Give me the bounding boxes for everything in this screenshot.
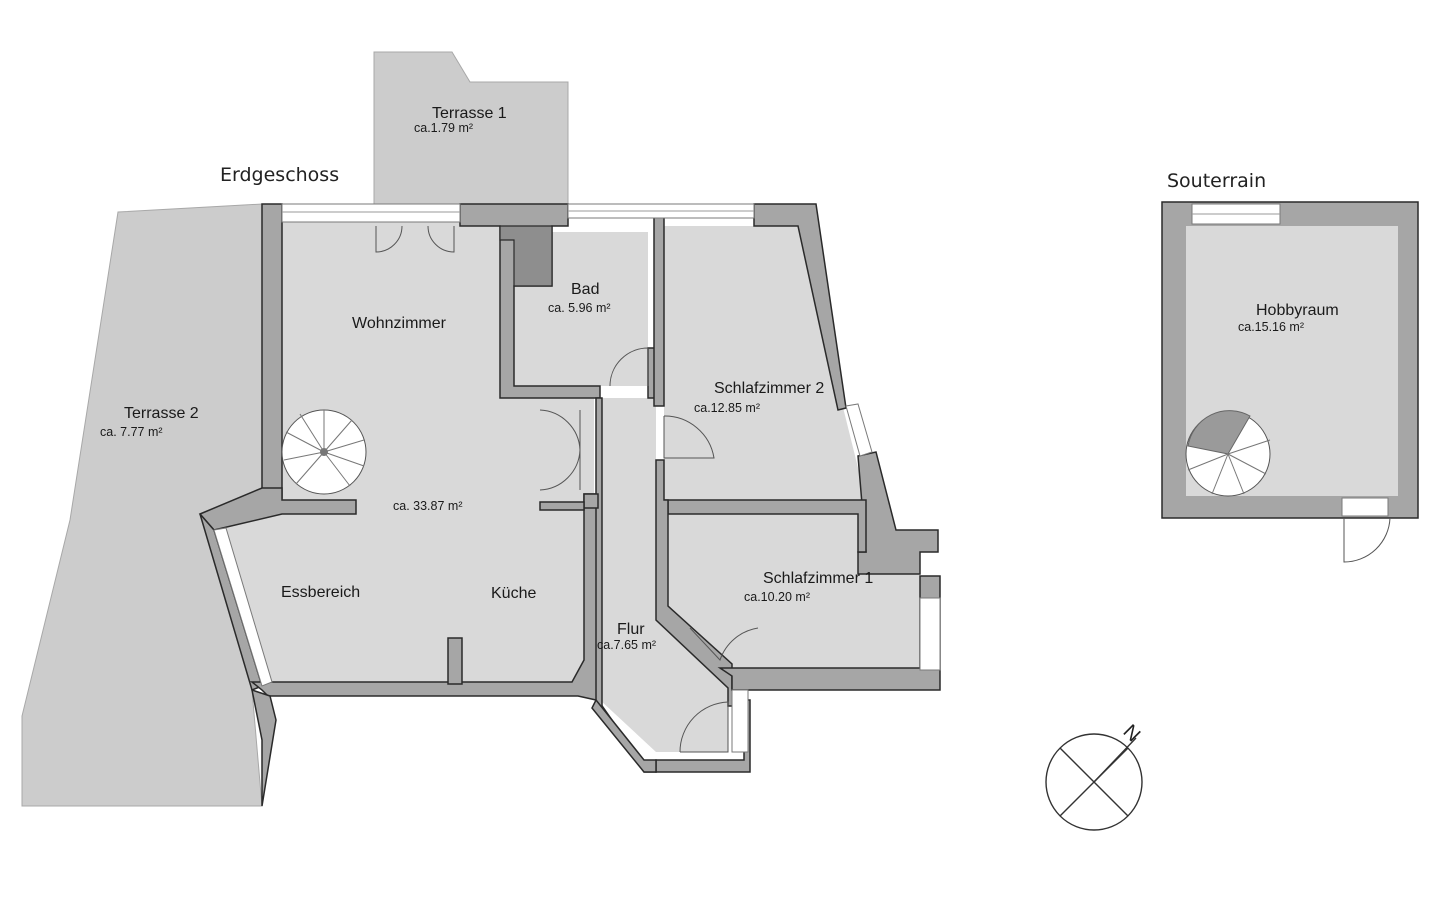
room-label-terrasse-1: Terrasse 1 xyxy=(432,105,507,122)
floor-title-ground: Erdgeschoss xyxy=(220,164,339,186)
room-label-essbereich: Essbereich xyxy=(281,584,360,601)
room-label-wohnzimmer: Wohnzimmer xyxy=(352,315,447,332)
room-label-flur: Flur xyxy=(617,621,645,638)
room-area-schlafzimmer-1: ca.10.20 m² xyxy=(744,590,810,604)
floor-title-basement: Souterrain xyxy=(1167,170,1266,192)
room-area-hobbyraum: ca.15.16 m² xyxy=(1238,320,1304,334)
room-label-schlafzimmer-2: Schlafzimmer 2 xyxy=(714,380,824,397)
room-area-terrasse-1: ca.1.79 m² xyxy=(414,121,473,135)
compass-rose xyxy=(1045,733,1143,831)
spiral-staircase-souterrain xyxy=(1185,410,1271,497)
room-label-schlafzimmer-1: Schlafzimmer 1 xyxy=(763,570,873,587)
ground-floor-walls xyxy=(198,203,941,807)
room-area-terrasse-2: ca. 7.77 m² xyxy=(100,425,163,439)
room-label-bad: Bad xyxy=(571,281,599,298)
souterrain-plan xyxy=(1161,201,1419,563)
room-label-kueche: Küche xyxy=(491,585,536,602)
room-label-hobbyraum: Hobbyraum xyxy=(1256,302,1339,319)
room-area-flur: ca.7.65 m² xyxy=(597,638,656,652)
ground-floor-doors xyxy=(375,225,759,753)
spiral-staircase-ground xyxy=(281,409,367,495)
room-label-terrasse-2: Terrasse 2 xyxy=(124,405,199,422)
room-area-living: ca. 33.87 m² xyxy=(393,499,462,513)
ground-floor-windows xyxy=(213,203,941,753)
ground-floor-floors xyxy=(226,222,920,752)
room-area-bad: ca. 5.96 m² xyxy=(548,301,611,315)
room-area-schlafzimmer-2: ca.12.85 m² xyxy=(694,401,760,415)
